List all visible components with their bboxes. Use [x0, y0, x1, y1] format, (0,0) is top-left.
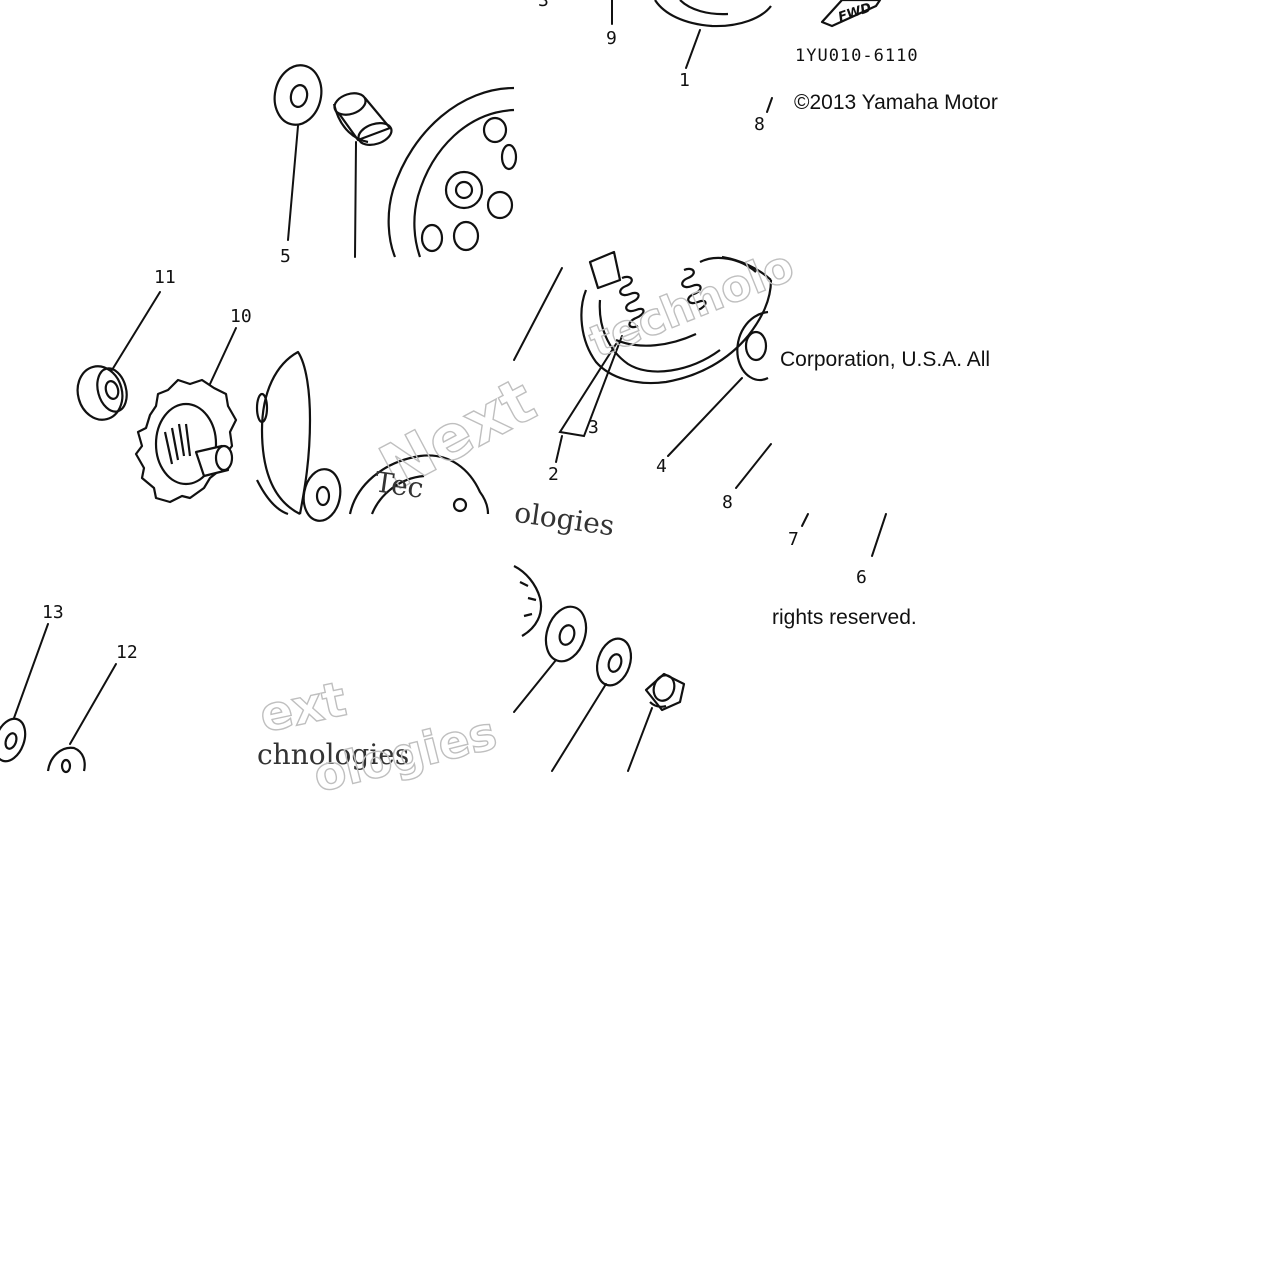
- watermark: Next Tec: [367, 362, 547, 505]
- watermark-ext: ext: [255, 671, 351, 744]
- callout-9: 9: [606, 28, 617, 49]
- watermark-ologies: ologies: [512, 496, 616, 543]
- callout-numbers: 3 9 1 8 5 11 10 3 2 4 8 7 6 13 12: [42, 0, 867, 663]
- clutch-shoe-tile: technolo ologies: [512, 240, 801, 543]
- bearing-11: [76, 365, 128, 421]
- bushing-sleeve: [332, 92, 393, 146]
- callout-11: 11: [154, 267, 176, 288]
- watermark: technolo ologies: [512, 240, 801, 543]
- callout-13: 13: [42, 602, 64, 623]
- clutch-carrier-tile: Next Tec: [255, 350, 547, 522]
- callout-10: 10: [230, 306, 252, 327]
- fwd-arrow-icon: FWD: [820, 0, 882, 28]
- circlip-4: [736, 310, 769, 382]
- callout-8-top: 8: [754, 114, 765, 135]
- part-code: 1YU010-6110: [795, 46, 919, 66]
- callout-8-mid: 8: [722, 492, 733, 513]
- callout-12: 12: [116, 642, 138, 663]
- watermark-chnologies: chnologies: [257, 738, 409, 771]
- copyright-notice: ©2013 Yamaha Motor Corporation, U.S.A. A…: [772, 91, 998, 629]
- clutch-drum-tile: [273, 64, 518, 258]
- primary-drive-gear-tile: [76, 291, 238, 504]
- clutch-housing-top-tile: FWD: [611, 0, 882, 113]
- callout-3-top: 3: [538, 0, 549, 11]
- washer-6: [595, 637, 633, 687]
- callout-6: 6: [856, 567, 867, 588]
- gear-10: [134, 378, 238, 504]
- washers-collar-tile: [513, 565, 686, 772]
- clutch-drum: [387, 86, 518, 258]
- collar: [644, 672, 686, 712]
- callout-2: 2: [548, 464, 559, 485]
- callout-7: 7: [788, 529, 799, 550]
- callout-1: 1: [679, 70, 690, 91]
- spring-3: [619, 267, 707, 329]
- copyright-line-3: rights reserved.: [772, 606, 917, 629]
- washer-5: [273, 64, 323, 126]
- callout-4: 4: [656, 456, 667, 477]
- washers-12-13-tile: [0, 623, 117, 774]
- callout-5: 5: [280, 246, 291, 267]
- watermark-tec: Tec: [373, 465, 426, 504]
- callout-3: 3: [588, 417, 599, 438]
- clutch-shoe-2: [580, 250, 773, 385]
- washer-7: [544, 605, 588, 663]
- copyright-line-2: Corporation, U.S.A. All: [780, 348, 990, 371]
- copyright-line-1: ©2013 Yamaha Motor: [794, 91, 998, 114]
- watermark-tile: ext chnologies ologies: [254, 670, 502, 803]
